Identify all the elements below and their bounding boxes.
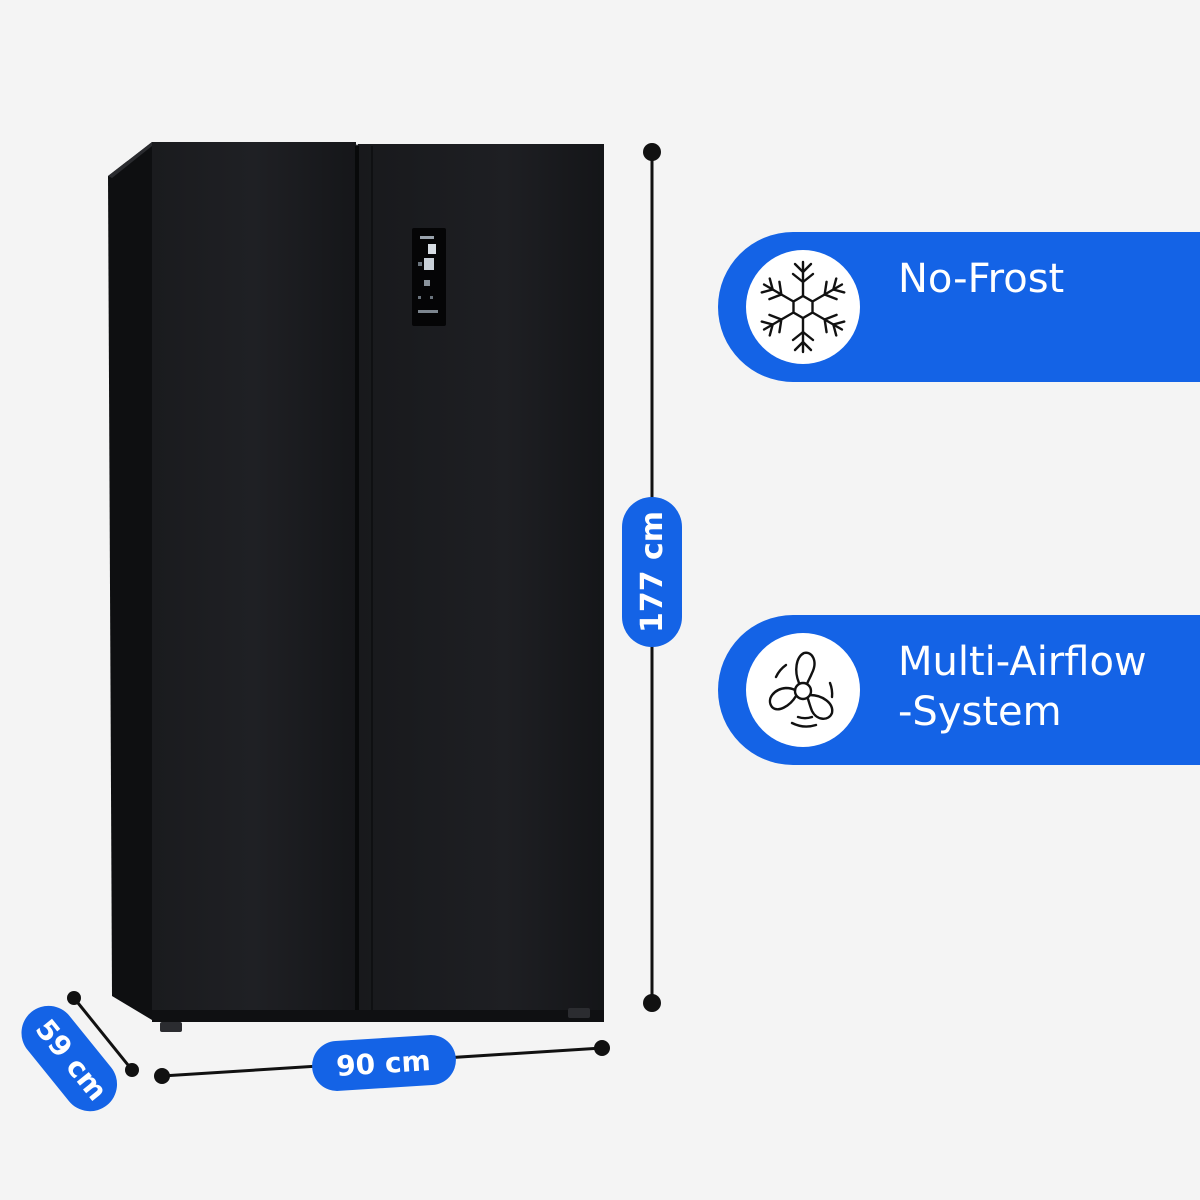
feature-no-frost: No-Frost — [718, 232, 1200, 382]
fan-icon — [746, 633, 860, 747]
width-label: 90 cm — [335, 1044, 431, 1083]
fridge-left-door — [152, 142, 356, 1022]
fridge-door-gap — [355, 146, 359, 1012]
fridge-base — [152, 1010, 604, 1022]
height-dimension: 177 cm — [622, 143, 682, 1012]
fridge-foot — [160, 1022, 182, 1032]
depth-badge — [21, 1005, 118, 1112]
feature-multi-airflow: Multi-Airflow -System — [718, 615, 1200, 765]
feature-label: Multi-Airflow -System — [898, 639, 1147, 735]
fridge-right-door — [358, 144, 604, 1012]
control-display-panel — [412, 228, 446, 326]
height-label: 177 cm — [635, 511, 670, 633]
snowflake-icon — [746, 250, 860, 364]
fridge-foot — [568, 1008, 590, 1018]
refrigerator — [108, 142, 604, 1032]
depth-dimension: 59 cm — [21, 991, 139, 1112]
feature-label: No-Frost — [898, 256, 1065, 302]
fridge-side-panel — [108, 142, 152, 1020]
height-badge — [622, 497, 682, 647]
width-dimension: 90 cm — [154, 1035, 610, 1091]
width-badge — [312, 1035, 456, 1091]
